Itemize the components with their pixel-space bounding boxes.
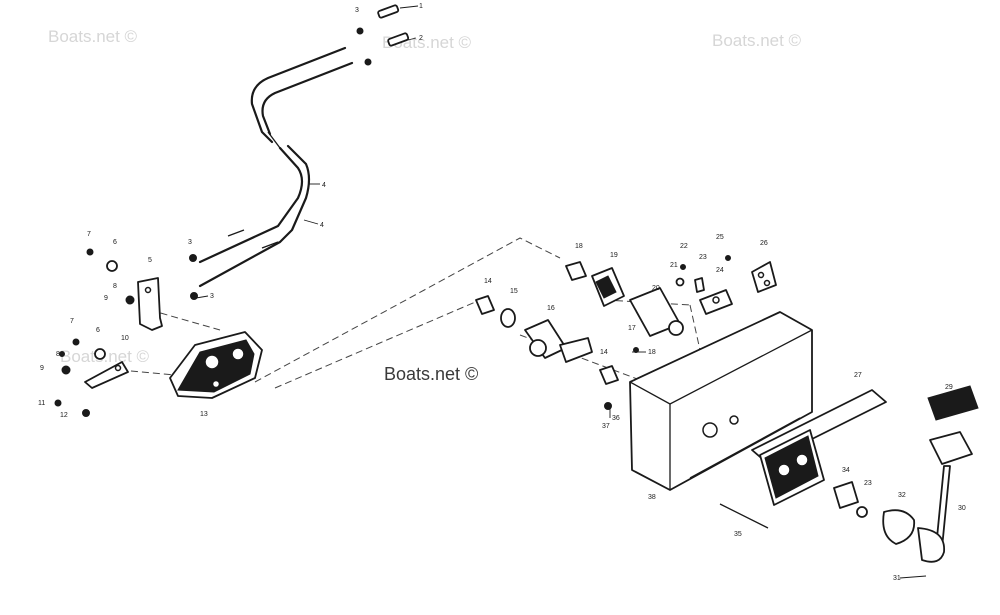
- upper-left-bracket: [86, 248, 163, 331]
- callout-26: 26: [760, 240, 768, 247]
- callout-31: 31: [893, 575, 901, 582]
- callout-34: 34: [842, 467, 850, 474]
- callout-30: 30: [958, 505, 966, 512]
- control-cables: [198, 46, 354, 288]
- callout-29: 29: [945, 384, 953, 391]
- callout-7a: 7: [87, 231, 91, 238]
- callout-16: 16: [547, 305, 555, 312]
- callout-35: 35: [734, 531, 742, 538]
- housing-plate: [169, 331, 263, 399]
- callout-8a: 8: [113, 283, 117, 290]
- callout-25: 25: [716, 234, 724, 241]
- callout-10: 10: [121, 335, 129, 342]
- cable-end-fittings: [189, 4, 410, 300]
- panel-plate: [751, 389, 887, 506]
- callout-19: 19: [610, 252, 618, 259]
- shaft-assembly: [475, 295, 639, 410]
- callout-18b: 18: [575, 243, 583, 250]
- callout-1: 1: [419, 3, 423, 10]
- control-handle: [719, 385, 979, 563]
- callout-3-mid: 3: [188, 239, 192, 246]
- callout-12: 12: [60, 412, 68, 419]
- watermark-center: Boats.net ©: [384, 364, 478, 384]
- callout-14b: 14: [600, 349, 608, 356]
- callout-32: 32: [898, 492, 906, 499]
- callout-36: 36: [612, 415, 620, 422]
- callout-labels: 1 2 3 4 4 3 3 7 6 5 8 9 7 6 10 8 9 11 12…: [38, 3, 966, 582]
- callout-38: 38: [648, 494, 656, 501]
- callout-20: 20: [652, 285, 660, 292]
- callout-18a: 18: [648, 349, 656, 356]
- callout-23a: 23: [699, 254, 707, 261]
- callout-3-low: 3: [210, 293, 214, 300]
- callout-8b: 8: [56, 351, 60, 358]
- callout-9b: 9: [40, 365, 44, 372]
- control-box-housing: [629, 311, 813, 491]
- callout-22: 22: [680, 243, 688, 250]
- callout-24: 24: [716, 267, 724, 274]
- assembly-dash-lines: [119, 237, 701, 389]
- callout-15: 15: [510, 288, 518, 295]
- callout-13: 13: [200, 411, 208, 418]
- callout-6b: 6: [96, 327, 100, 334]
- callout-17: 17: [628, 325, 636, 332]
- callout-9a: 9: [104, 295, 108, 302]
- callout-4a: 4: [322, 182, 326, 189]
- callout-11: 11: [38, 400, 45, 407]
- callout-6a: 6: [113, 239, 117, 246]
- callout-37: 37: [602, 423, 610, 430]
- callout-7b: 7: [70, 318, 74, 325]
- watermark-top-right: Boats.net ©: [712, 31, 802, 50]
- gear-parts: [565, 261, 684, 337]
- callout-23b: 23: [864, 480, 872, 487]
- callout-3-top: 3: [355, 7, 359, 14]
- callout-4b: 4: [320, 222, 324, 229]
- callout-5: 5: [148, 257, 152, 264]
- small-hardware: [675, 255, 777, 315]
- callout-27: 27: [854, 372, 862, 379]
- leader-lines: [195, 5, 927, 579]
- callout-21: 21: [670, 262, 678, 269]
- watermark-top-left: Boats.net ©: [48, 27, 138, 46]
- callout-2: 2: [419, 35, 423, 42]
- lower-left-bracket: [54, 338, 129, 417]
- callout-14a: 14: [484, 278, 492, 285]
